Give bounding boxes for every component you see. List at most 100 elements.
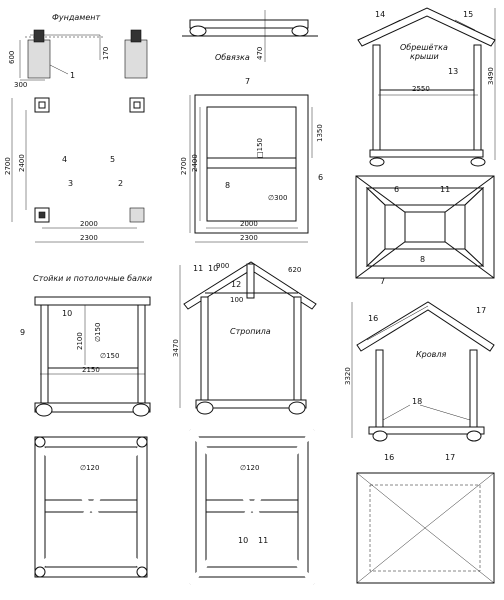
post-stub-right xyxy=(130,29,142,43)
corner-post xyxy=(136,566,148,578)
dim-3490: 3490 xyxy=(487,67,495,85)
panel-lathing-plan: 6 11 7 8 xyxy=(355,175,495,286)
panel-strapping-plan: 2700 2400 1350 □150 ∅300 2000 2300 7 8 6 xyxy=(180,77,324,243)
hidden-frame xyxy=(369,484,481,572)
label-11: 11 xyxy=(440,185,450,194)
label-12: 12 xyxy=(231,280,241,289)
support-left xyxy=(35,403,53,417)
dim-2550: 2550 xyxy=(412,85,430,93)
post-left xyxy=(200,296,209,403)
panel-foundation-plan: 4 5 3 2 2700 2400 2000 2300 xyxy=(4,97,145,243)
leader-18-b xyxy=(419,404,471,421)
dim-2300-a: 2300 xyxy=(80,234,98,242)
dim-2400-b: 2400 xyxy=(191,154,199,172)
support-right xyxy=(466,430,482,442)
roof-slope xyxy=(356,301,495,352)
support-right xyxy=(291,25,309,37)
label-16: 16 xyxy=(368,314,378,323)
hip-line-d xyxy=(424,527,495,584)
dim-2000-b: 2000 xyxy=(240,220,258,228)
dim-100: 100 xyxy=(230,296,243,304)
dim-3470: 3470 xyxy=(172,339,180,357)
dim-600: 600 xyxy=(8,51,16,64)
title-posts-beams: Стойки и потолочные балки xyxy=(33,274,152,283)
dim-2700-b: 2700 xyxy=(180,157,188,175)
dim-900: 900 xyxy=(216,262,229,270)
bottom-beam xyxy=(369,149,484,158)
dim-1350: 1350 xyxy=(316,124,324,142)
label-15: 15 xyxy=(463,10,473,19)
panel-lathing: 2550 3490 14 15 Обрешётка крыши 13 xyxy=(357,7,496,167)
label-10: 10 xyxy=(62,309,72,318)
dim-2400-a: 2400 xyxy=(18,154,26,172)
dim-120-dia-b: ∅120 xyxy=(240,464,259,472)
dim-150-dia-b: ∅150 xyxy=(100,352,119,360)
lathing-right xyxy=(464,186,484,268)
leader-1 xyxy=(49,64,69,75)
label-4: 4 xyxy=(62,155,67,164)
dim-2300-b: 2300 xyxy=(240,234,258,242)
panel-posts-beams: Стойки и потолочные балки 2100 2150 ∅150… xyxy=(20,274,152,417)
corner-post xyxy=(34,436,46,448)
footing-right xyxy=(124,39,148,79)
label-13: 13 xyxy=(448,67,458,76)
rafter-pair xyxy=(183,261,317,310)
label-10-c: 10 xyxy=(238,536,248,545)
title-roofing: Кровля xyxy=(416,350,446,359)
title-lathing-1: Обрешётка xyxy=(400,43,448,52)
panel-strapping-side: 470 Обвязка xyxy=(182,10,318,62)
base-beam xyxy=(195,399,307,409)
panel-roof-plan: 16 17 xyxy=(356,453,495,584)
post-right xyxy=(137,304,146,406)
panel-posts-plan: ∅120 xyxy=(34,436,148,578)
label-6-b: 6 xyxy=(394,185,399,194)
title-rafters: Стропила xyxy=(230,327,271,336)
label-17: 17 xyxy=(476,306,486,315)
lathing-left xyxy=(366,186,386,268)
footing-left xyxy=(27,39,51,79)
support-left xyxy=(369,157,385,167)
support-right xyxy=(132,403,150,417)
panel-foundation: Фундамент 600 170 300 1 xyxy=(8,13,148,89)
middle-beam-8 xyxy=(206,157,297,169)
dim-2000-a: 2000 xyxy=(80,220,98,228)
lath-line-a xyxy=(379,19,401,31)
hip-line-a xyxy=(356,472,426,529)
label-11-c: 11 xyxy=(258,536,268,545)
support-right xyxy=(470,157,486,167)
label-16-b: 16 xyxy=(384,453,394,462)
label-7-b: 7 xyxy=(380,277,385,286)
roof-edge-a xyxy=(366,305,429,341)
dim-2150: 2150 xyxy=(82,366,100,374)
label-10-b: 10 xyxy=(208,264,218,273)
support-right xyxy=(288,401,306,415)
dim-2700-a: 2700 xyxy=(4,157,12,175)
post-stub-left xyxy=(33,29,45,43)
strapping-beam xyxy=(189,19,309,29)
label-8-b: 8 xyxy=(420,255,425,264)
center-frame xyxy=(404,211,446,243)
label-17-b: 17 xyxy=(445,453,455,462)
label-6: 6 xyxy=(318,173,323,182)
label-2: 2 xyxy=(118,179,123,188)
dim-2100: 2100 xyxy=(76,332,84,350)
title-lathing-2: крыши xyxy=(410,52,439,61)
roof-lathing-slope xyxy=(357,7,496,47)
dim-170: 170 xyxy=(102,47,110,60)
dim-150-dia-a: ∅150 xyxy=(94,323,102,342)
label-5: 5 xyxy=(110,155,115,164)
corner-post xyxy=(136,436,148,448)
dim-3320: 3320 xyxy=(344,367,352,385)
label-14: 14 xyxy=(375,10,385,19)
post-right xyxy=(293,296,302,403)
pillar-2 xyxy=(129,207,145,223)
label-8: 8 xyxy=(225,181,230,190)
post-left xyxy=(375,349,384,431)
panel-rafters: 3470 900 620 100 Стропила 11 10 12 xyxy=(172,261,317,415)
label-11-b: 11 xyxy=(193,264,203,273)
title-foundation: Фундамент xyxy=(52,13,100,22)
post-right xyxy=(469,349,478,431)
post-left xyxy=(372,44,381,154)
base-beam xyxy=(34,402,151,413)
